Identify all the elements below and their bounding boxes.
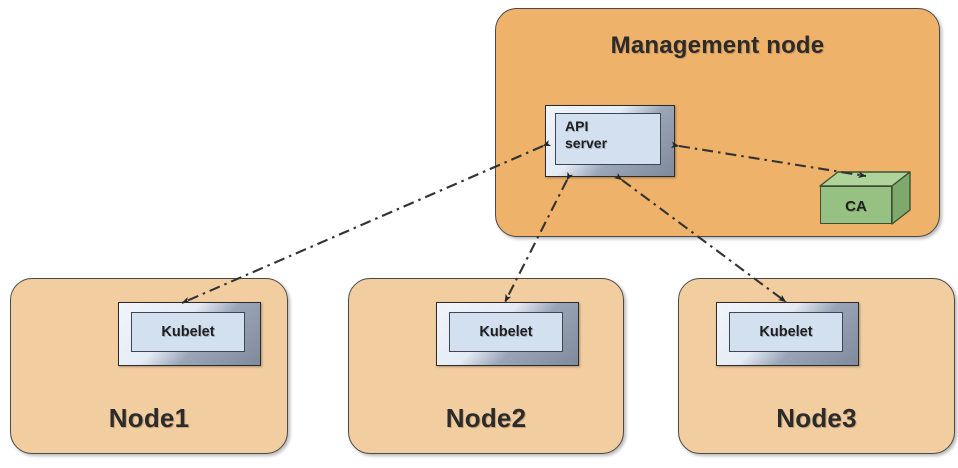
kubelet-1-label: Kubelet [161,323,215,340]
kubelet-2-label: Kubelet [479,323,533,340]
kubelet-1-inner: Kubelet [131,312,245,352]
management-node-title: Management node [610,32,825,59]
kubelet-3-label: Kubelet [759,323,813,340]
kubelet-box-node-1[interactable]: Kubelet [118,302,261,366]
ca-box[interactable]: CA [819,171,911,225]
node-3-title: Node3 [776,403,857,433]
api-server-label: API server [565,118,608,151]
kubelet-3-inner: Kubelet [729,312,843,352]
ca-front-face: CA [820,186,892,224]
api-server-inner: API server [555,113,661,165]
node-1-title: Node1 [108,403,190,433]
api-server-box[interactable]: API server [545,105,675,177]
kubelet-box-node-2[interactable]: Kubelet [436,302,579,366]
kubelet-2-inner: Kubelet [449,312,563,352]
ca-label: CA [845,197,867,215]
kubelet-box-node-3[interactable]: Kubelet [716,302,859,366]
node-2-title: Node2 [445,403,527,433]
